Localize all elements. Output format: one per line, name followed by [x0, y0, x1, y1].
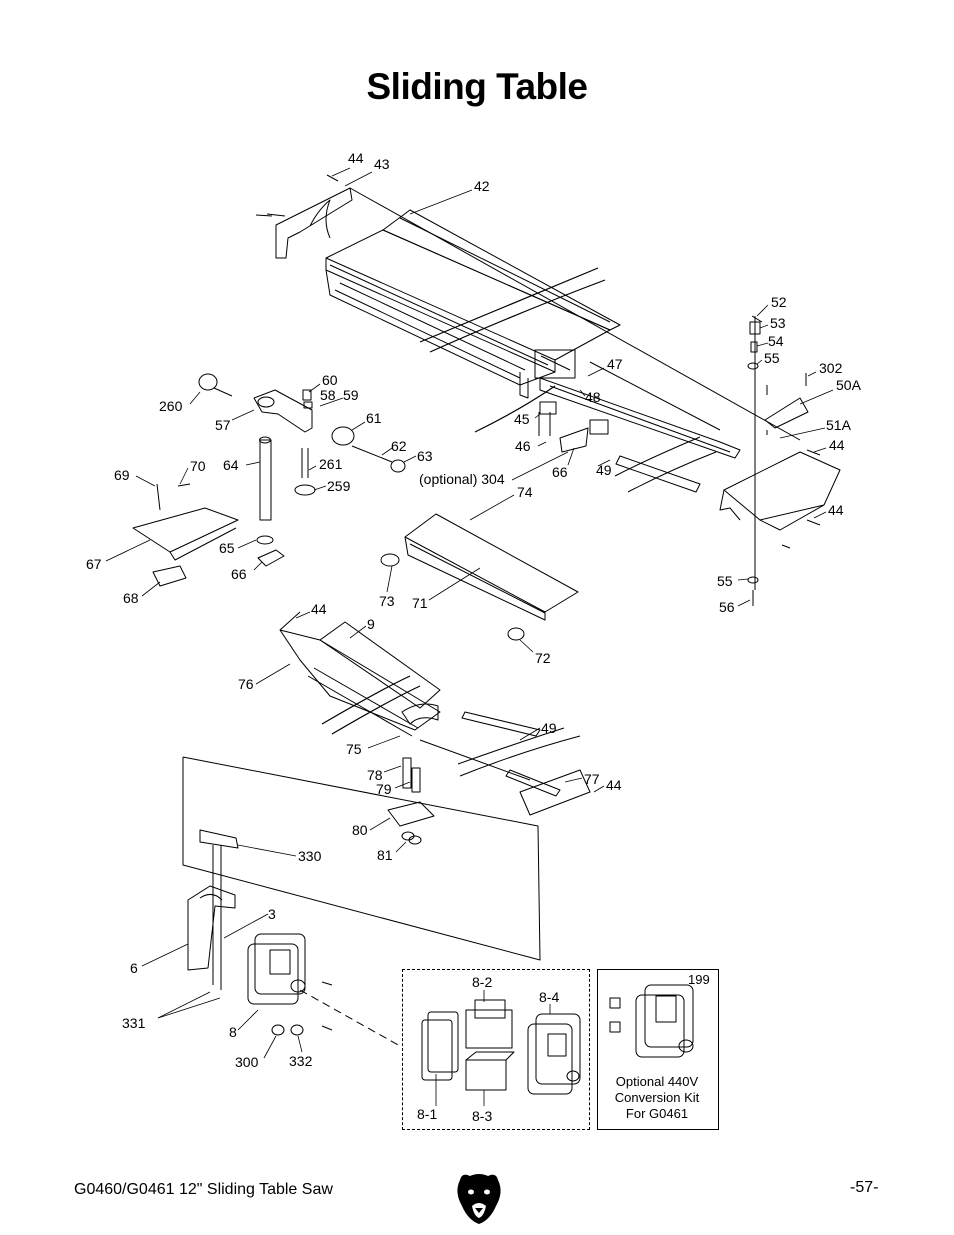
part-label-57: 57 [215, 417, 231, 433]
page-title: Sliding Table [366, 66, 589, 107]
part-label-46: 46 [515, 438, 531, 454]
panel-outline [182, 756, 541, 961]
part-label-52: 52 [771, 294, 787, 310]
part-label-73: 73 [379, 593, 395, 609]
part-label-8-3: 8-3 [472, 1108, 492, 1124]
part-label-332: 332 [289, 1053, 313, 1069]
part-label-58: 58 [320, 387, 336, 403]
part-label-6: 6 [130, 960, 138, 976]
part-label-66a: 66 [552, 464, 568, 480]
part-label-79: 79 [376, 781, 392, 797]
part-label-9: 9 [367, 616, 375, 632]
part-label-54: 54 [768, 333, 784, 349]
switch-assembly [187, 829, 401, 1047]
part-label-61: 61 [366, 410, 382, 426]
part-label-59: 59 [343, 387, 359, 403]
part-label-331: 331 [122, 1015, 146, 1031]
part-label-75: 75 [346, 741, 362, 757]
page-number: -57- [850, 1179, 879, 1196]
part-label-3: 3 [268, 906, 276, 922]
end-cap-43 [255, 174, 353, 259]
part-label-8-2: 8-2 [472, 974, 492, 990]
part-label-48: 48 [585, 389, 601, 405]
kit-199-number: 199 [688, 972, 710, 987]
part-label-67: 67 [86, 556, 102, 572]
part-label-44e: 44 [606, 777, 622, 793]
part-label-70: 70 [190, 458, 206, 474]
part-label-56: 56 [719, 599, 735, 615]
kit-caption-line-3: For G0461 [625, 1106, 689, 1121]
kit-caption-line-2: Conversion Kit [614, 1090, 700, 1105]
kit-8-dashed-box [402, 969, 590, 1130]
extension-bar-71 [380, 513, 579, 641]
part-label-44a: 44 [348, 150, 364, 166]
part-label-302: 302 [819, 360, 843, 376]
support-plate-67 [132, 483, 239, 587]
kit-199-box [597, 969, 719, 1130]
part-label-304: (optional) 304 [419, 471, 505, 487]
kit-contents-8 [421, 999, 581, 1095]
part-label-74: 74 [517, 484, 533, 500]
part-label-69: 69 [114, 467, 130, 483]
sliding-table-top [325, 209, 621, 399]
part-label-76: 76 [238, 676, 254, 692]
part-label-43: 43 [374, 156, 390, 172]
part-label-77: 77 [584, 771, 600, 787]
part-label-260: 260 [159, 398, 183, 414]
part-label-60: 60 [322, 372, 338, 388]
break-lines [419, 267, 606, 433]
part-label-51A: 51A [826, 417, 852, 433]
part-label-44d: 44 [311, 601, 327, 617]
part-label-55a: 55 [764, 350, 780, 366]
part-label-49a: 49 [596, 462, 612, 478]
bear-head-logo-icon [457, 1174, 501, 1224]
part-label-65: 65 [219, 540, 235, 556]
rail-assembly-75 [279, 611, 591, 816]
kit-caption-line-1: Optional 440V [615, 1074, 699, 1089]
break-lines-lower [321, 675, 421, 735]
part-label-49b: 49 [541, 720, 557, 736]
part-label-72: 72 [535, 650, 551, 666]
part-label-78: 78 [367, 767, 383, 783]
part-label-62: 62 [391, 438, 407, 454]
part-label-68: 68 [123, 590, 139, 606]
part-label-81: 81 [377, 847, 393, 863]
part-label-42: 42 [474, 178, 490, 194]
right-end-bracket [719, 315, 841, 606]
part-label-259: 259 [327, 478, 351, 494]
part-label-44c: 44 [828, 502, 844, 518]
part-label-55b: 55 [717, 573, 733, 589]
kit-199-caption: Optional 440V Conversion Kit For G0461 [598, 1074, 716, 1122]
footer-model: G0460/G0461 12" Sliding Table Saw [74, 1181, 333, 1198]
part-label-66b: 66 [231, 566, 247, 582]
part-label-8-1: 8-1 [417, 1106, 437, 1122]
part-label-8: 8 [229, 1024, 237, 1040]
swing-arm-assembly [198, 373, 406, 567]
part-label-50A: 50A [836, 377, 862, 393]
part-label-45: 45 [514, 411, 530, 427]
part-label-261: 261 [319, 456, 343, 472]
clamp-plate-80 [387, 757, 435, 845]
part-label-53: 53 [770, 315, 786, 331]
part-label-330: 330 [298, 848, 322, 864]
part-label-71: 71 [412, 595, 428, 611]
leader-lines [105, 167, 834, 1106]
part-label-64: 64 [223, 457, 239, 473]
part-label-8-4: 8-4 [539, 989, 559, 1005]
part-label-44b: 44 [829, 437, 845, 453]
rail-49-upper [538, 377, 741, 493]
part-label-63: 63 [417, 448, 433, 464]
conversion-kit-199 [609, 984, 694, 1058]
part-label-47: 47 [607, 356, 623, 372]
part-label-80: 80 [352, 822, 368, 838]
part-label-300: 300 [235, 1054, 259, 1070]
